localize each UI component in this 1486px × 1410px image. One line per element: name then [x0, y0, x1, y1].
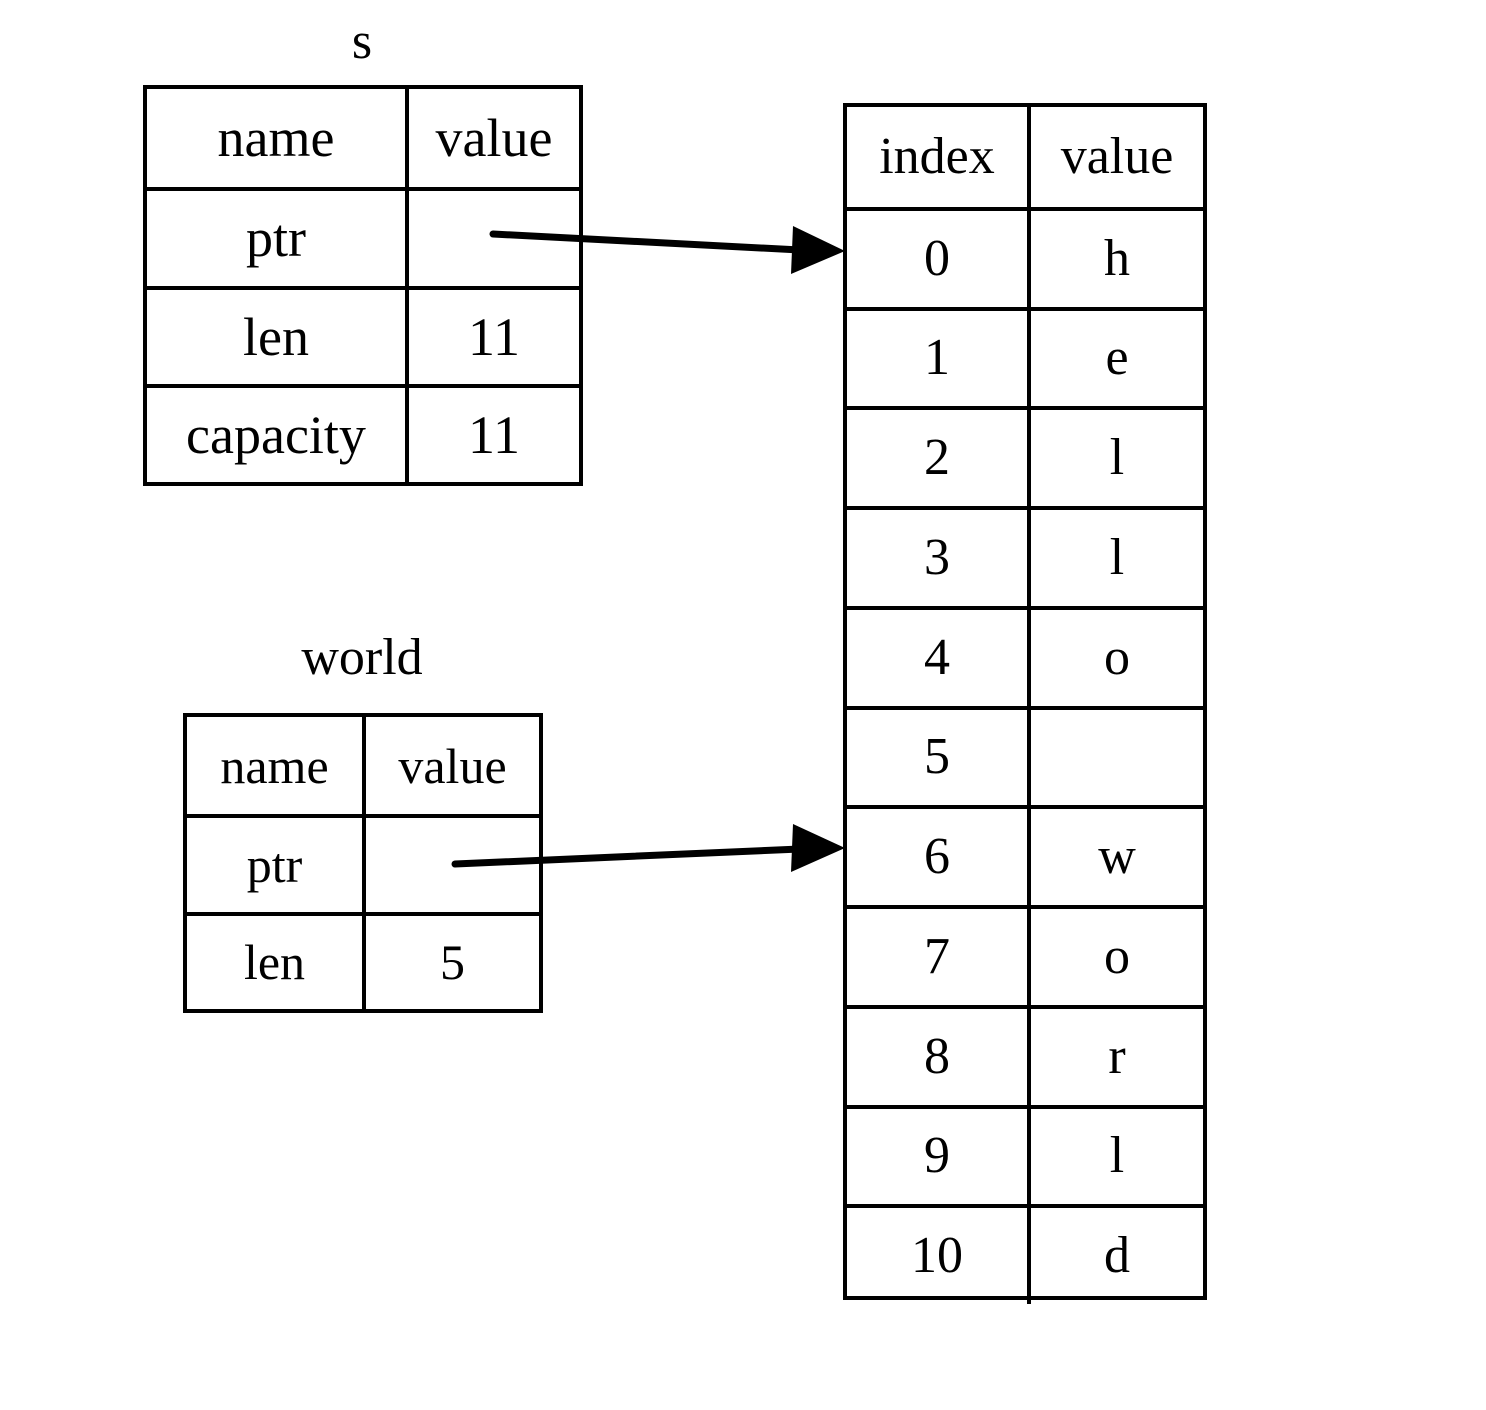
table-row: ptr — [187, 814, 539, 912]
buffer-value-2: l — [1027, 410, 1203, 506]
buffer-value-7: o — [1027, 909, 1203, 1005]
buffer-index-10: 10 — [911, 1227, 963, 1285]
buffer-value-0: h — [1027, 210, 1203, 307]
buffer-value-3: l — [1027, 510, 1203, 606]
table-row: 3 l — [847, 506, 1203, 606]
struct-s-label: s — [351, 13, 373, 70]
field-value-ptr — [405, 191, 579, 286]
table-row: 9 l — [847, 1104, 1203, 1205]
buffer-value-8: r — [1027, 1008, 1203, 1105]
field-name-capacity: capacity — [186, 404, 366, 465]
buffer-value-10: d — [1027, 1208, 1203, 1304]
table-row: 5 — [847, 705, 1203, 806]
header-index: index — [879, 127, 995, 185]
header-value: value — [362, 717, 539, 815]
field-value-len: 11 — [405, 289, 579, 384]
buffer-value-1: e — [1027, 310, 1203, 407]
buffer-index-2: 2 — [924, 429, 950, 487]
table-row: 6 w — [847, 805, 1203, 905]
header-name: name — [220, 737, 329, 794]
buffer-index-1: 1 — [924, 329, 950, 387]
table-row: 8 r — [847, 1004, 1203, 1105]
buffer-index-8: 8 — [924, 1027, 950, 1085]
header-value: value — [1027, 107, 1203, 207]
field-name-ptr: ptr — [246, 836, 303, 893]
field-value-capacity: 11 — [405, 387, 579, 482]
buffer-index-7: 7 — [924, 927, 950, 985]
table-header-row: name value — [187, 717, 539, 815]
field-name-len: len — [243, 934, 306, 991]
field-name-ptr: ptr — [246, 208, 306, 269]
field-value-ptr — [362, 818, 539, 912]
buffer-index-9: 9 — [924, 1127, 950, 1185]
table-row: 7 o — [847, 905, 1203, 1005]
field-value-len: 5 — [362, 915, 539, 1009]
table-row: len 11 — [147, 285, 579, 384]
buffer-value-5 — [1027, 709, 1203, 806]
table-header-row: name value — [147, 89, 579, 188]
table-header-row: index value — [847, 107, 1203, 207]
struct-world-label: world — [301, 629, 423, 686]
field-name-len: len — [243, 306, 309, 367]
buffer-index-4: 4 — [924, 628, 950, 686]
table-row: 10 d — [847, 1204, 1203, 1304]
buffer-index-5: 5 — [924, 728, 950, 786]
byte-buffer-table: index value 0 h 1 e 2 l 3 l 4 o 5 6 w — [843, 103, 1207, 1304]
table-row: 2 l — [847, 406, 1203, 506]
header-value: value — [405, 89, 579, 188]
table-row: capacity 11 — [147, 383, 579, 482]
buffer-value-6: w — [1027, 809, 1203, 905]
buffer-index-0: 0 — [924, 229, 950, 287]
buffer-index-3: 3 — [924, 528, 950, 586]
buffer-index-6: 6 — [924, 828, 950, 886]
struct-s-table: name value ptr len 11 capacity 11 — [143, 85, 583, 486]
table-row: len 5 — [187, 911, 539, 1009]
table-row: ptr — [147, 187, 579, 286]
table-row: 0 h — [847, 206, 1203, 307]
buffer-value-9: l — [1027, 1108, 1203, 1205]
buffer-value-4: o — [1027, 609, 1203, 706]
table-row: 1 e — [847, 306, 1203, 407]
header-name: name — [217, 108, 335, 169]
table-row: 4 o — [847, 605, 1203, 706]
struct-world-table: name value ptr len 5 — [183, 713, 543, 1013]
